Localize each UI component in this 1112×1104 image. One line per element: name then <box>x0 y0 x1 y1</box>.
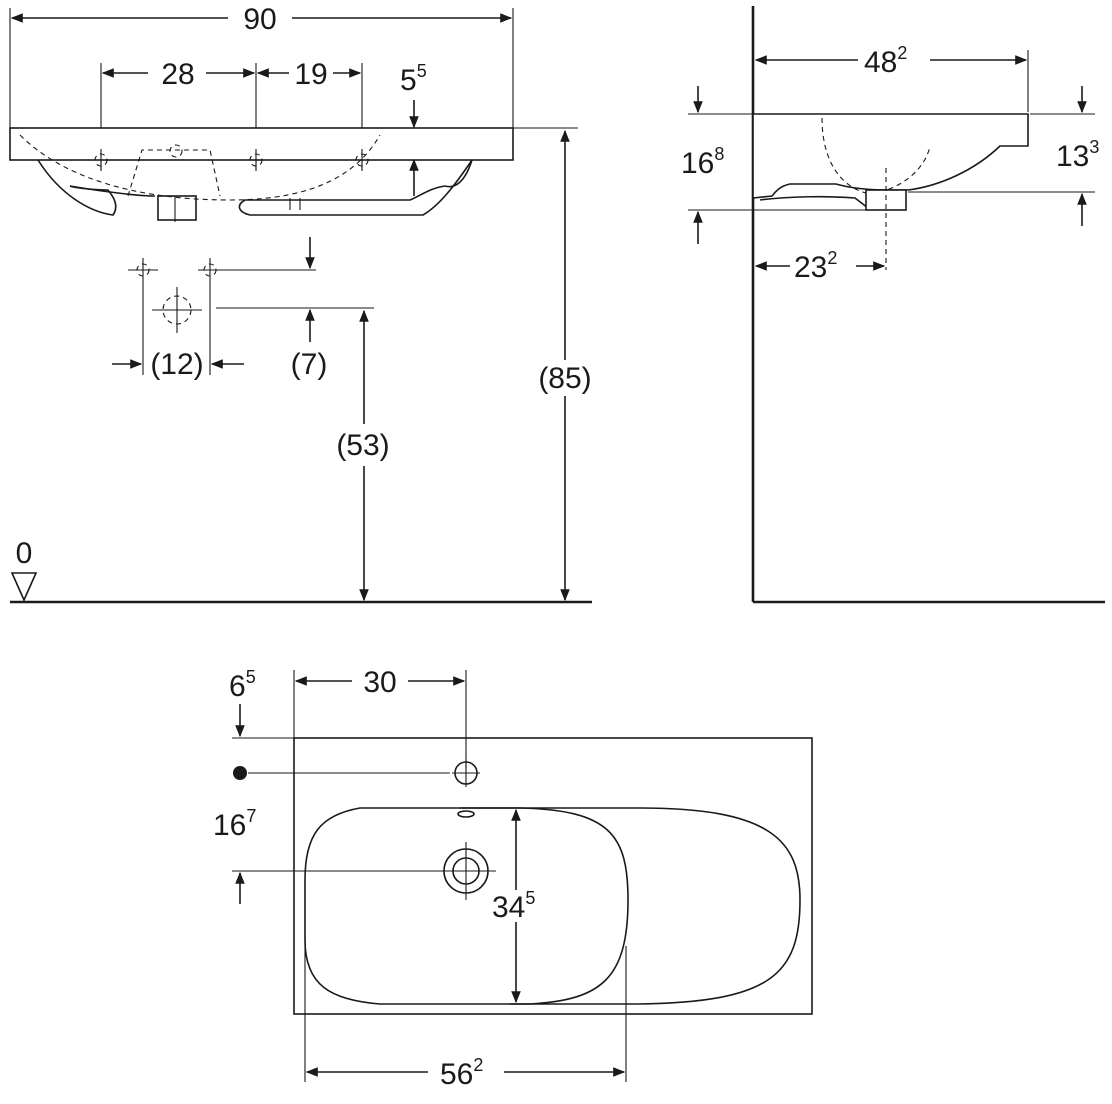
bowl-inner <box>304 807 629 1005</box>
basin-right-shelf <box>238 159 473 216</box>
tap-hole-3 <box>351 149 373 171</box>
dim-width-90: 90 <box>243 3 276 36</box>
supply-point-right <box>198 258 228 282</box>
front-view: 90 28 19 55 <box>9 3 592 604</box>
basin-top-outline <box>293 737 813 1015</box>
dim-bowl-width-562: 562 <box>440 1055 483 1091</box>
dim-height-168: 168 <box>681 144 724 180</box>
hidden-bowl-line <box>19 134 381 201</box>
top-view: 30 65 167 345 562 <box>213 666 813 1091</box>
basin-side-profile <box>752 113 1029 199</box>
basin-side-base <box>759 191 906 209</box>
basin-right-edge <box>444 159 473 188</box>
bowl-outer-right <box>460 807 801 1005</box>
dim-rim-offset: 55 <box>400 61 427 97</box>
dim-waste-distance-23: 232 <box>794 248 837 284</box>
dim-bowl-depth-345: 345 <box>492 888 535 924</box>
dim-edge-offset-65: 65 <box>229 667 256 703</box>
tap-hole-2 <box>245 149 267 171</box>
dim-hole-spacing-19: 19 <box>294 58 327 91</box>
waste-point <box>152 287 202 333</box>
hidden-bowl-side <box>821 117 931 195</box>
waste-outlet <box>157 195 197 221</box>
side-view: 482 168 133 232 <box>681 6 1105 604</box>
tap-point-dot <box>233 766 247 780</box>
dim-depth-48: 482 <box>864 43 907 79</box>
basin-rim <box>9 127 514 161</box>
dim-waste-height-53: (53) <box>336 429 389 462</box>
dim-height-133: 133 <box>1056 137 1099 173</box>
dim-waste-offset-167: 167 <box>213 806 256 842</box>
tap-hole-1 <box>90 149 112 171</box>
floor-level-zero: 0 <box>16 537 33 570</box>
supply-point-left <box>128 258 158 282</box>
basin-left-base <box>69 185 156 197</box>
hidden-overflow <box>127 149 221 197</box>
overflow-slot <box>457 810 475 818</box>
dim-tap-distance-30: 30 <box>363 666 396 699</box>
hidden-overflow-hole <box>169 144 183 158</box>
dim-tap-spacing-12: (12) <box>150 348 203 381</box>
dim-total-height-85: (85) <box>538 362 591 395</box>
dim-hole-spacing-28: 28 <box>161 58 194 91</box>
floor-level-symbol <box>10 572 38 602</box>
dim-tap-offset-7: (7) <box>291 348 328 381</box>
